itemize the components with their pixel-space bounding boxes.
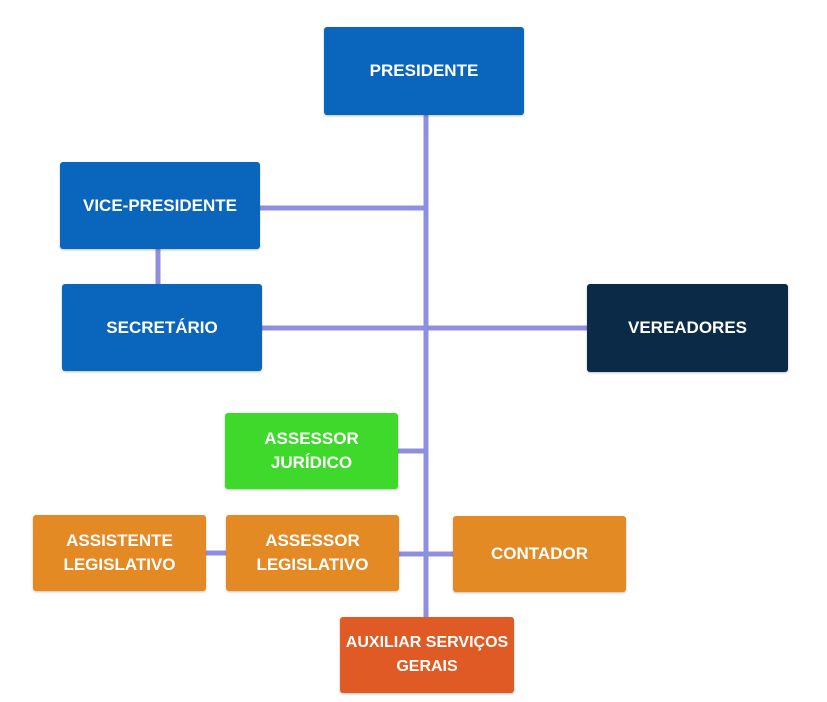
node-assistente-legislativo: ASSISTENTE LEGISLATIVO xyxy=(33,515,206,591)
node-presidente-label: PRESIDENTE xyxy=(369,61,479,80)
node-vice-presidente-label: VICE-PRESIDENTE xyxy=(83,195,237,215)
node-auxiliar-servicos-gerais: AUXILIAR SERVIÇOS GERAIS xyxy=(340,617,514,693)
node-vereadores: VEREADORES xyxy=(587,284,788,372)
node-vereadores-label: VEREADORES xyxy=(627,318,748,337)
node-secretario-label: SECRETÁRIO xyxy=(106,317,218,337)
node-assessor-juridico: ASSESSOR JURÍDICO xyxy=(225,413,398,489)
node-assessor-legislativo: ASSESSOR LEGISLATIVO xyxy=(226,515,399,591)
node-assessor-juridico-label: ASSESSOR JURÍDICO xyxy=(264,429,359,472)
node-assistente-legislativo-label: ASSISTENTE LEGISLATIVO xyxy=(63,531,176,574)
node-secretario: SECRETÁRIO xyxy=(62,284,262,371)
node-assessor-legislativo-label: ASSESSOR LEGISLATIVO xyxy=(256,531,369,574)
node-contador: CONTADOR xyxy=(453,516,626,592)
node-vice-presidente: VICE-PRESIDENTE xyxy=(60,162,260,249)
node-presidente: PRESIDENTE xyxy=(324,27,524,115)
node-contador-label: CONTADOR xyxy=(491,544,588,563)
node-auxiliar-servicos-gerais-label: AUXILIAR SERVIÇOS GERAIS xyxy=(345,634,509,675)
